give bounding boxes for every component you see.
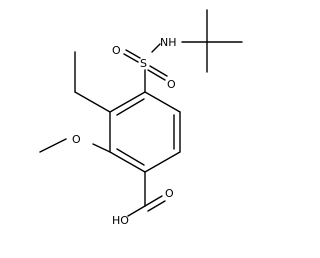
bond-ring-o-methoxy bbox=[92, 143, 111, 153]
bond-carbonyl-b bbox=[147, 200, 166, 212]
bond-o-methyl bbox=[39, 138, 67, 153]
ring-double-c4-c5 bbox=[116, 148, 145, 166]
atom-label-s: S bbox=[140, 57, 147, 70]
structure-drawing: NH S O O O HO O bbox=[39, 9, 243, 227]
ring-double-c1-c6 bbox=[116, 98, 145, 116]
atom-label-ho: HO bbox=[112, 214, 129, 227]
atom-label-nh: NH bbox=[160, 36, 177, 49]
ring-bond-c4-c5 bbox=[109, 151, 146, 173]
ring-bond-c3-c4 bbox=[144, 151, 181, 173]
atom-label-o-top: O bbox=[112, 44, 121, 57]
bond-s-o-bottom-b bbox=[147, 69, 166, 81]
structure-svg: NH S O O O HO O bbox=[39, 9, 243, 227]
bond-n-s bbox=[151, 43, 161, 53]
bond-s-o-bottom-a bbox=[149, 65, 168, 77]
bond-carbonyl-a bbox=[144, 195, 163, 207]
atom-label-o-methoxy: O bbox=[72, 133, 81, 146]
bond-carboxyl-oh bbox=[127, 205, 146, 217]
bond-ring-methyl bbox=[74, 91, 111, 113]
ring-bond-c6-c1 bbox=[109, 91, 146, 113]
bond-s-o-top-b bbox=[123, 53, 139, 63]
ring-bond-c1-c2 bbox=[144, 91, 181, 113]
bond-s-o-top-a bbox=[125, 49, 141, 59]
atom-label-o-carbonyl: O bbox=[165, 187, 174, 200]
atom-label-o-bottom: O bbox=[167, 78, 176, 91]
